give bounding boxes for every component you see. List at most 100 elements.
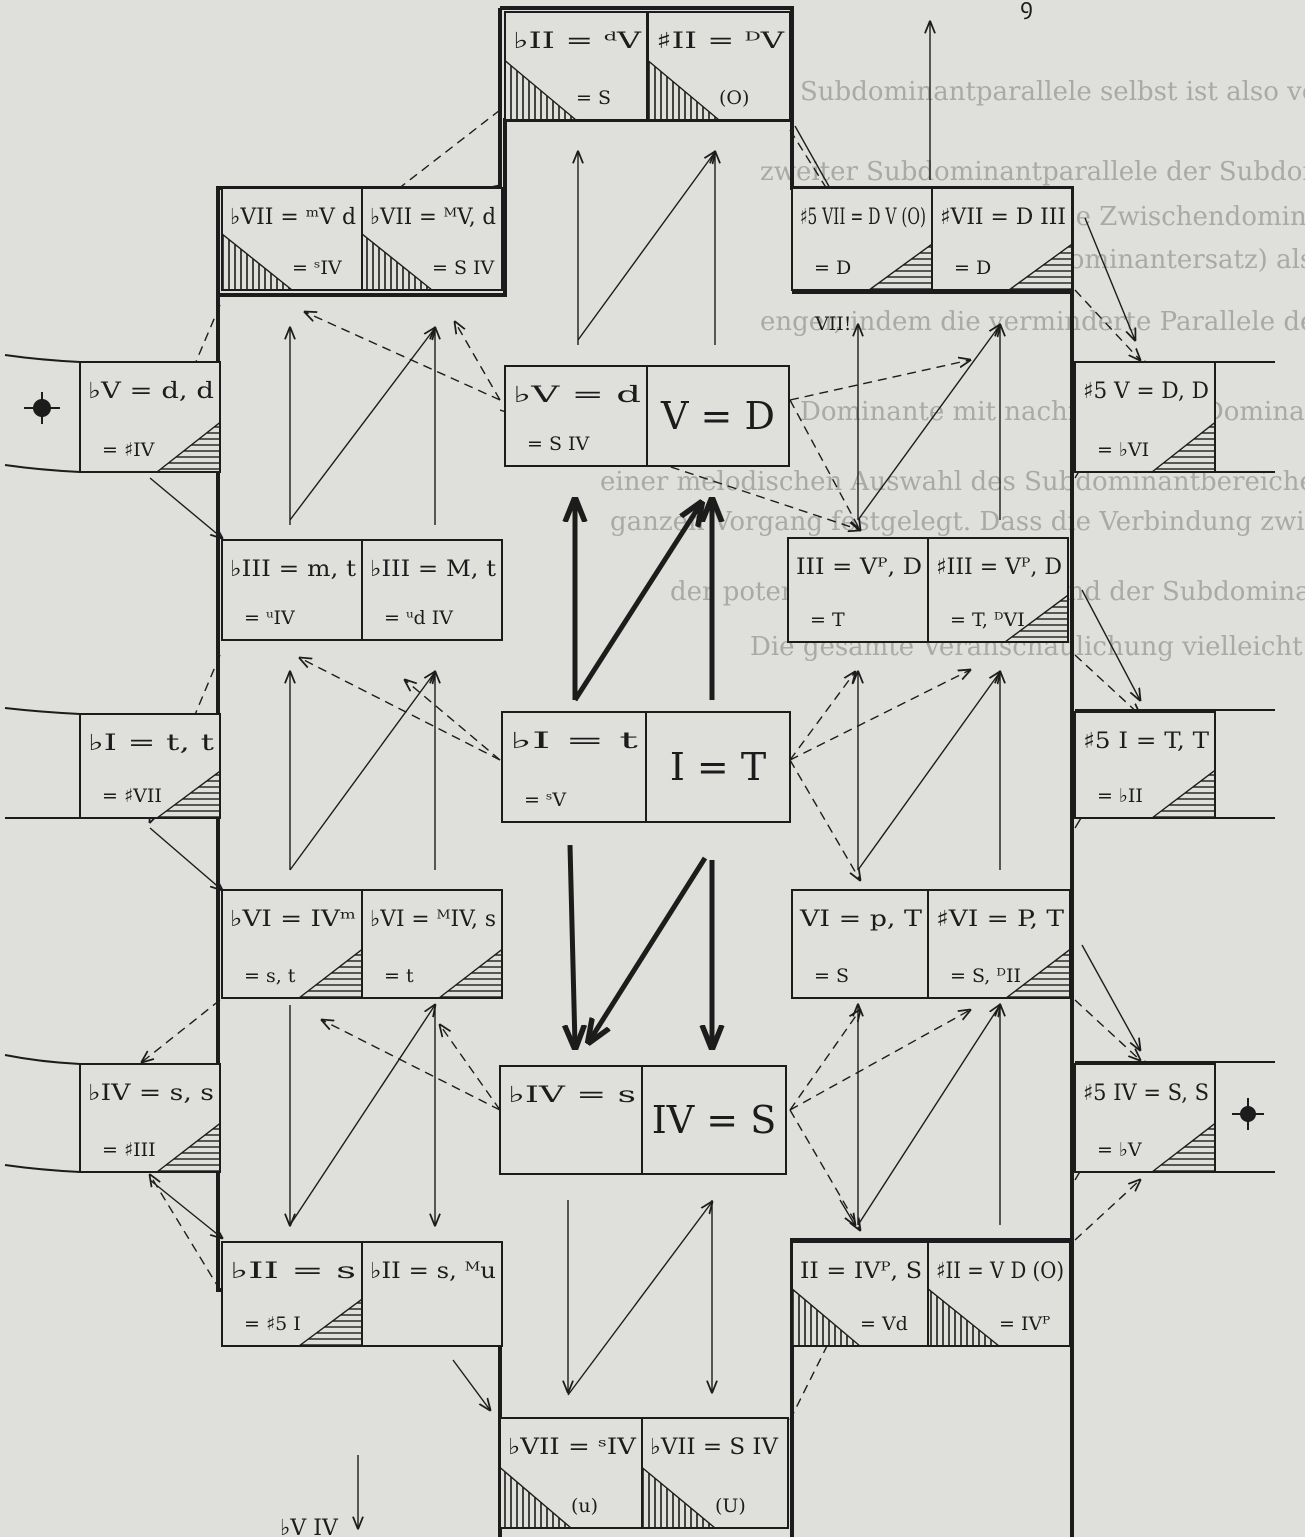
background-text-line: enger, indem die verminderte Parallele d… [760,307,1305,337]
cell-main-label: ♭VII = ˢIV [508,1435,637,1460]
hatch-triangle [499,1465,573,1529]
dashed-arrow [455,322,501,401]
thin-arrow [857,1005,1000,1226]
cell-sub-label: = ˢIV [292,257,342,279]
cell-main-label: ♭III = M, t [370,557,496,582]
cell-sub-label: = S IV [527,433,590,455]
thin-arrow [149,1179,222,1238]
dashed-arrow [789,360,970,401]
cell-main-label: IV = S [652,1098,776,1142]
cell-bIIIm: ♭III = m, t= ᵘIV [221,539,363,641]
cell-main-label: VI = p, T [799,907,923,932]
dashed-arrow [1074,654,1140,715]
cell-sub-label: = ♯5 I [244,1313,301,1335]
hatch-triangle [641,1466,717,1529]
bold-arrow [572,505,700,702]
cell-main-label: ♯II = ᴰV [656,29,786,54]
hatch-triangle [927,1287,1001,1347]
cell-bI-left: ♭I = t, t= ♯VII [79,713,221,819]
cell-sVI: ♯VI = P, T = S, ᴰII [927,889,1071,999]
cell-sub-label: = ᵘIV [244,607,295,629]
hatch-triangle [791,1287,862,1347]
cell-s5I-right: ♯5 I = T, T = ♭II [1074,711,1216,819]
cell-main-label: ♭I = t [510,729,638,754]
cell-sub-label: (O) [719,87,749,109]
cell-bV-center: ♭V = d = S IV [504,365,648,467]
cell-bIV-center: ♭IV = s [499,1065,643,1175]
hatch-triangle [221,232,294,291]
cell-bVIM: ♭VI = ᴹIV, s= t [361,889,503,999]
cell-s5V-right: ♯5 V = D, D= ♭VI [1074,361,1216,473]
cell-bVIm: ♭VI = IVᵐ= s, t [221,889,363,999]
cell-main-label: ♭V = d [513,383,641,408]
cell-s5IV-right: ♯5 IV = S, S= ♭V [1074,1063,1216,1173]
cell-main-label: ♯VII = D III [940,205,1066,230]
thin-arrow [857,325,1000,521]
cell-sub-label: = t [384,965,414,987]
cell-sub-label: = ♯VII [102,785,162,807]
cell-main-label: ♯5 IV = S, S [1083,1081,1209,1106]
cell-box [645,711,791,823]
hatch-triangle [361,232,434,291]
background-text-line: zweiter Subdominantparallele der Subdomi… [760,157,1305,187]
dashed-arrow [305,312,501,401]
cell-sIIbot: ♯II = V D (O)= IVᴾ [927,1241,1071,1347]
dashed-arrow [789,672,855,761]
hatch-triangle [1149,421,1216,473]
dashed-arrow [789,670,970,761]
dashed-arrow [1074,289,1140,360]
thin-arrow [289,1005,435,1226]
cell-II: II = IVᴾ, S = Vd [791,1241,929,1347]
cell-box [641,1065,787,1175]
bold-arrow [590,856,708,1040]
dashed-arrow [789,1010,970,1111]
cell-bVIIm: ♭VII = ᵐV d= ˢIV [221,187,363,291]
cell-bIIm: ♭II = s= ♯5 I [221,1241,363,1347]
cell-sub-label: = S, ᴰII [950,965,1021,987]
cell-bII: ♭II = ᵈV= S [504,11,648,121]
thin-arrow [1084,217,1135,340]
cell-main-label: ♭V = d, d [88,379,214,404]
dashed-arrow [789,1010,860,1111]
cell-main-label: II = IVᴾ, S [800,1259,922,1284]
thin-arrow [857,672,1000,871]
cell-sub-label: = D [954,257,991,279]
cell-sub-label: = T, ᴰVI [950,609,1025,631]
cell-sub-label: = Vd [860,1313,908,1335]
cell-main-label: ♭IV = s, s [88,1081,214,1106]
cell-sub-label: = ♭II [1097,785,1143,807]
cell-main-label: ♯III = Vᴾ, D [936,555,1062,580]
thin-arrow [149,477,222,538]
hatch-triangle [154,421,221,473]
cell-sub-label: (u) [571,1495,598,1517]
thin-arrow [1081,589,1140,700]
dashed-arrow [789,1109,860,1230]
right-ring-icon [1232,1098,1264,1130]
hatch-triangle [1149,768,1216,819]
dashed-arrow [789,399,860,530]
cell-sub-label: = ˢV [524,789,566,811]
background-text-line: ganzen Vorgang festgelegt. Dass die Verb… [610,507,1305,537]
cell-I-center: I = T [645,711,791,823]
cell-sub-label: = S [814,965,849,987]
hatch-triangle [154,1121,221,1173]
cell-sub-label: = S [576,87,611,109]
cell-main-label: ♯5 I = T, T [1083,729,1209,754]
dashed-arrow [789,759,860,880]
cell-box [504,365,648,467]
cell-sII: ♯II = ᴰV (O) [647,11,791,121]
cell-sub-label: = ᵘd IV [384,607,453,629]
cell-s5VII: ♯5 VII = D V (O)= D [791,187,933,291]
cell-bVIIM: ♭VII = ᴹV, d= S IV [361,187,503,291]
dashed-arrow [1074,1180,1140,1241]
cell-main-label: ♯VI = P, T [936,907,1064,932]
vii-exclaim-label: VII! [814,313,851,335]
cell-grid: ♭II = ᵈV= S♯II = ᴰV(O)♭VII = ᵐV d= ˢIV♭V… [79,11,1216,1529]
cell-box [79,361,221,473]
cell-main-label: ♯5 V = D, D [1083,379,1209,404]
dashed-arrow [405,680,501,761]
cell-III: III = Vᴾ, D= T [787,537,929,643]
cell-main-label: III = Vᴾ, D [796,555,922,580]
dashed-arrow [142,999,221,1062]
